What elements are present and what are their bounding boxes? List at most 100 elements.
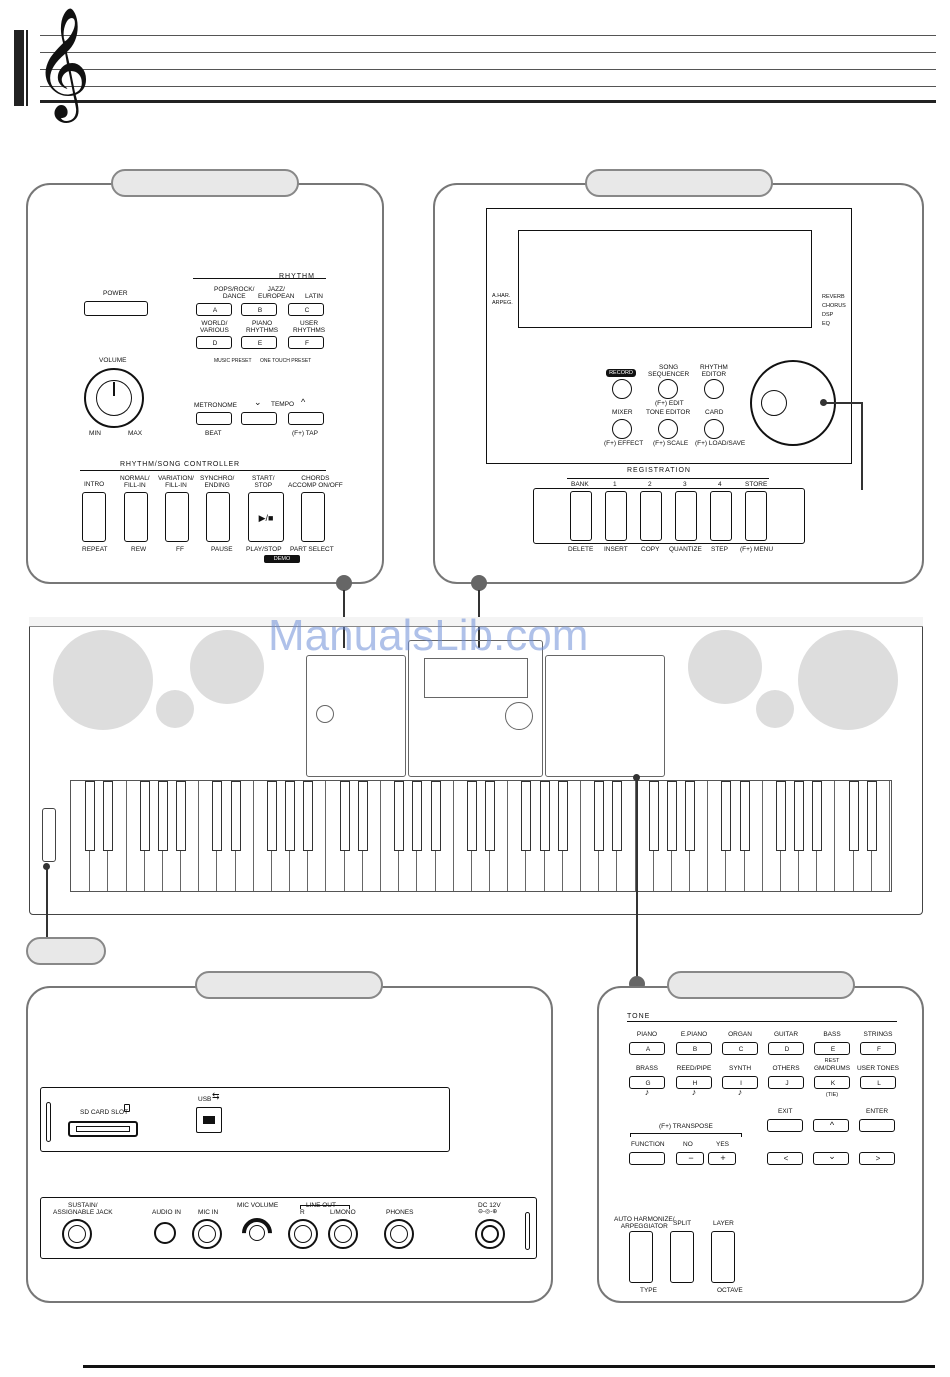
layer-button[interactable] <box>711 1231 735 1283</box>
transpose-plus-button[interactable]: + <box>708 1152 736 1165</box>
tone-label: USER TONES <box>856 1065 900 1072</box>
registration-3-button[interactable] <box>675 491 697 541</box>
tone-button[interactable]: J <box>768 1076 804 1089</box>
black-key[interactable] <box>812 781 823 851</box>
black-key[interactable] <box>739 781 750 851</box>
black-key[interactable] <box>139 781 150 851</box>
controller-top-0: INTRO <box>84 481 105 488</box>
black-key[interactable] <box>285 781 296 851</box>
tone-button[interactable]: L <box>860 1076 896 1089</box>
tone-button[interactable]: I <box>722 1076 758 1089</box>
black-key[interactable] <box>848 781 859 851</box>
black-key[interactable] <box>485 781 496 851</box>
black-key[interactable] <box>85 781 96 851</box>
rhythm-button-c[interactable]: C <box>288 303 324 316</box>
black-key[interactable] <box>412 781 423 851</box>
tone-button[interactable]: K <box>814 1076 850 1089</box>
bank-button[interactable] <box>570 491 592 541</box>
tone-button[interactable]: E <box>814 1042 850 1055</box>
enter-label: ENTER <box>866 1108 889 1115</box>
black-key[interactable] <box>266 781 277 851</box>
black-key[interactable] <box>539 781 550 851</box>
pitch-bend-wheel[interactable] <box>42 808 56 862</box>
black-key[interactable] <box>721 781 732 851</box>
normal-fill-in-button[interactable] <box>124 492 148 542</box>
tone-button[interactable]: G <box>629 1076 665 1089</box>
tone-button[interactable]: F <box>860 1042 896 1055</box>
transpose-bracket <box>630 1133 742 1137</box>
exit-button[interactable] <box>767 1119 803 1132</box>
black-key[interactable] <box>775 781 786 851</box>
black-key[interactable] <box>430 781 441 851</box>
tempo-up-button[interactable] <box>288 412 324 425</box>
black-key[interactable] <box>212 781 223 851</box>
layer-label: LAYER <box>713 1220 734 1227</box>
black-key[interactable] <box>357 781 368 851</box>
variation-fill-in-button[interactable] <box>165 492 189 542</box>
music-preset-label: MUSIC PRESET <box>214 358 252 364</box>
accomp-on-off-button[interactable] <box>301 492 325 542</box>
volume-min: MIN <box>89 430 101 437</box>
black-key[interactable] <box>103 781 114 851</box>
transpose-minus-button[interactable]: − <box>676 1152 704 1165</box>
enter-button[interactable] <box>859 1119 895 1132</box>
split-button[interactable] <box>670 1231 694 1283</box>
metronome-button[interactable] <box>196 412 232 425</box>
auto-harmonize-button[interactable] <box>629 1231 653 1283</box>
rhythm-callout-dot <box>336 575 352 591</box>
black-key[interactable] <box>176 781 187 851</box>
start-stop-button[interactable]: ▶/■ <box>248 492 284 542</box>
key-letter: B <box>692 1046 698 1053</box>
left-button[interactable]: < <box>767 1152 803 1165</box>
tone-editor-button[interactable] <box>658 419 678 439</box>
function-button[interactable] <box>629 1152 665 1165</box>
tone-button[interactable]: D <box>768 1042 804 1055</box>
black-key[interactable] <box>685 781 696 851</box>
black-key[interactable] <box>612 781 623 851</box>
audio-in-jack[interactable] <box>154 1222 176 1244</box>
card-button[interactable] <box>704 419 724 439</box>
black-key[interactable] <box>303 781 314 851</box>
black-key[interactable] <box>521 781 532 851</box>
registration-2-button[interactable] <box>640 491 662 541</box>
rhythm-button-e[interactable]: E <box>241 336 277 349</box>
black-key[interactable] <box>157 781 168 851</box>
black-key[interactable] <box>794 781 805 851</box>
store-button[interactable] <box>745 491 767 541</box>
down-button[interactable]: ⌄ <box>813 1152 849 1165</box>
tone-button[interactable]: C <box>722 1042 758 1055</box>
black-key[interactable] <box>866 781 877 851</box>
usb-port[interactable] <box>196 1107 222 1133</box>
mixer-button[interactable] <box>612 419 632 439</box>
intro-button[interactable] <box>82 492 106 542</box>
black-key[interactable] <box>394 781 405 851</box>
power-button[interactable] <box>84 301 148 316</box>
tone-button[interactable]: B <box>676 1042 712 1055</box>
song-sequencer-button[interactable] <box>658 379 678 399</box>
rhythm-button-b[interactable]: B <box>241 303 277 316</box>
footer-rule <box>83 1365 935 1368</box>
tone-button[interactable]: H <box>676 1076 712 1089</box>
record-button[interactable] <box>612 379 632 399</box>
black-key[interactable] <box>230 781 241 851</box>
key-letter: F <box>877 1046 881 1053</box>
rhythm-button-a[interactable]: A <box>196 303 232 316</box>
tempo-down-button[interactable] <box>241 412 277 425</box>
black-key[interactable] <box>666 781 677 851</box>
record-badge: RECORD <box>606 369 636 377</box>
black-key[interactable] <box>648 781 659 851</box>
registration-4-button[interactable] <box>710 491 732 541</box>
sd-card-slot[interactable] <box>68 1121 138 1137</box>
rhythm-editor-button[interactable] <box>704 379 724 399</box>
black-key[interactable] <box>339 781 350 851</box>
synchro-ending-button[interactable] <box>206 492 230 542</box>
up-button[interactable]: ^ <box>813 1119 849 1132</box>
tone-button[interactable]: A <box>629 1042 665 1055</box>
right-button[interactable]: > <box>859 1152 895 1165</box>
rhythm-button-d[interactable]: D <box>196 336 232 349</box>
black-key[interactable] <box>466 781 477 851</box>
rhythm-button-f[interactable]: F <box>288 336 324 349</box>
black-key[interactable] <box>557 781 568 851</box>
registration-1-button[interactable] <box>605 491 627 541</box>
black-key[interactable] <box>594 781 605 851</box>
